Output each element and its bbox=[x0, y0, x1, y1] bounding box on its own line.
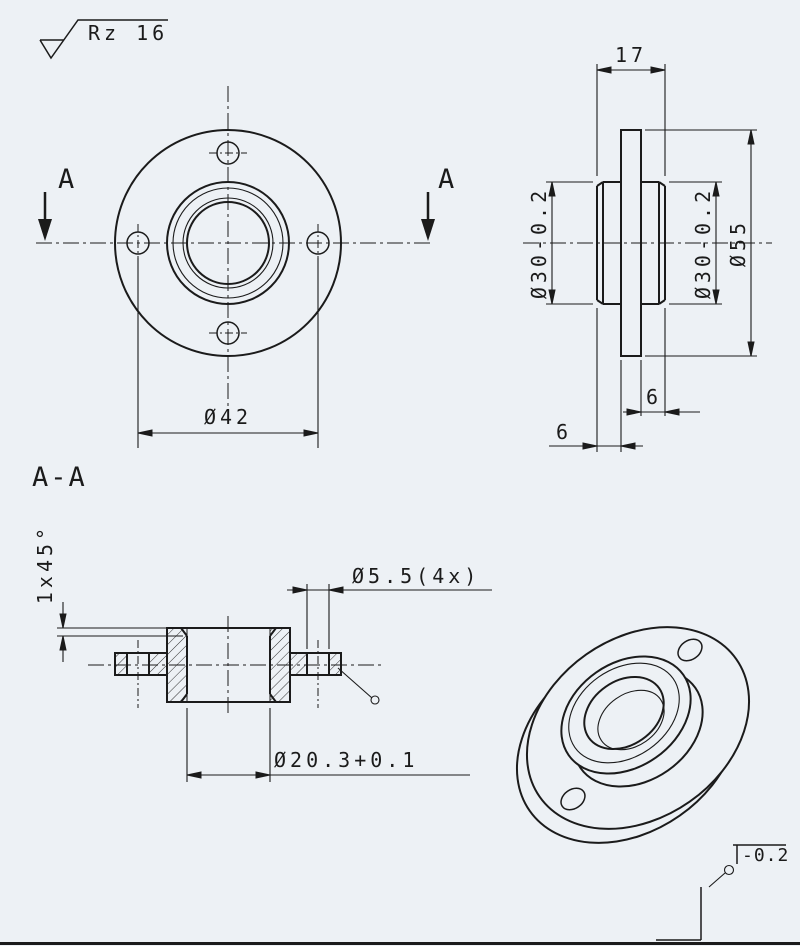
iso-hub-chamfer-ellipse bbox=[568, 662, 680, 764]
hub-circle bbox=[166, 181, 290, 305]
hatch-flange-right-outer bbox=[328, 652, 342, 676]
dim-chamfer: 1x45° bbox=[33, 524, 57, 604]
section-arrow-label-left: A bbox=[58, 164, 76, 195]
flange-disc-outline bbox=[620, 129, 642, 357]
section-arrow-right-icon bbox=[421, 219, 435, 241]
bore-chamfer-circle bbox=[182, 197, 274, 289]
edge-leader-circle-icon bbox=[723, 864, 735, 876]
bore-edges-and-chamfers bbox=[180, 627, 277, 703]
dim-extension-lines bbox=[57, 627, 183, 637]
dim-chamfer-group: 1x45° bbox=[33, 524, 183, 662]
dim-extension-lines bbox=[306, 584, 330, 649]
flange-section-right bbox=[289, 652, 342, 676]
hub-and-boss-outline bbox=[596, 181, 666, 305]
dim-flange-dia-group: Ø55 bbox=[645, 129, 757, 357]
side-view: 17 Ø30-0.2 Ø30-0.2 Ø55 6 bbox=[523, 43, 772, 452]
dim-extension-lines bbox=[596, 308, 622, 452]
bolt-hole-left bbox=[126, 231, 150, 255]
iso-bolt-hole-bottom bbox=[560, 787, 586, 811]
hatch-flange-left-inner bbox=[148, 652, 168, 676]
section-cut-indicator: A A bbox=[38, 164, 456, 241]
bore-circle bbox=[186, 201, 270, 285]
dim-boss-length: 6 bbox=[646, 385, 662, 409]
hatch-hub-left-wall bbox=[166, 627, 188, 703]
dim-boss-length-group: 6 bbox=[623, 308, 700, 416]
bolt-hole-right bbox=[306, 231, 330, 255]
hatch-flange-right-inner bbox=[289, 652, 308, 676]
dim-hub-length-group: 6 bbox=[549, 308, 643, 452]
dim-bore: Ø20.3+0.1 bbox=[274, 748, 418, 772]
dim-flange-dia: Ø55 bbox=[726, 219, 750, 267]
hatch-hub-right-wall bbox=[269, 627, 291, 703]
dim-hub-dia-right-group: Ø30-0.2 bbox=[669, 181, 722, 305]
dim-overall-width-group: 17 bbox=[596, 43, 666, 176]
dim-bolt-circle-group: Ø42 bbox=[137, 258, 319, 448]
edge-leader-circle-icon bbox=[370, 695, 380, 705]
hub-chamfer-circle bbox=[172, 187, 284, 299]
roughness-check-icon bbox=[39, 19, 168, 60]
dim-extension-lines bbox=[645, 129, 757, 357]
dim-bore-group: Ø20.3+0.1 bbox=[186, 708, 470, 782]
iso-bore-inner-ellipse bbox=[597, 689, 665, 751]
isometric-view bbox=[515, 626, 751, 844]
bolt-hole-top bbox=[216, 141, 240, 165]
edge-tolerance-callout: -0.2 bbox=[656, 844, 789, 941]
dim-bolt-hole: Ø5.5(4x) bbox=[352, 564, 480, 588]
iso-bore-ellipse bbox=[583, 676, 665, 750]
section-hatching bbox=[114, 627, 342, 703]
flange-outer-circle bbox=[114, 129, 342, 357]
dim-bolt-hole-group: Ø5.5(4x) bbox=[287, 564, 492, 649]
section-arrow-label-right: A bbox=[438, 164, 456, 195]
iso-bolt-hole-top bbox=[677, 638, 703, 662]
edge-leader-line bbox=[337, 667, 373, 699]
dim-hub-dia-left-group: Ø30-0.2 bbox=[527, 181, 593, 305]
dim-extension-lines bbox=[186, 708, 271, 782]
dim-extension-lines bbox=[137, 258, 319, 448]
dim-hub-length: 6 bbox=[556, 420, 572, 444]
dim-overall-width: 17 bbox=[615, 43, 647, 67]
section-arrow-left-icon bbox=[38, 219, 52, 241]
bolt-hole-bottom bbox=[216, 321, 240, 345]
dim-extension-lines bbox=[596, 64, 666, 176]
edge-leader-line bbox=[708, 872, 726, 888]
dim-hub-dia-left: Ø30-0.2 bbox=[527, 187, 551, 299]
section-view: A-A 1x45° bbox=[32, 462, 492, 782]
dim-bolt-circle: Ø42 bbox=[204, 405, 252, 429]
section-title: A-A bbox=[32, 462, 87, 493]
hatch-flange-left-outer bbox=[114, 652, 128, 676]
dim-extension-lines bbox=[640, 308, 666, 416]
bolt-hole-edges bbox=[126, 653, 330, 675]
flange-section-left bbox=[114, 652, 168, 676]
edge-tolerance-value: -0.2 bbox=[742, 845, 789, 866]
bolt-hole-centermarks bbox=[137, 152, 319, 334]
dim-hub-dia-right: Ø30-0.2 bbox=[691, 187, 715, 299]
surface-roughness-label: Rz 16 bbox=[88, 21, 168, 45]
surface-finish-symbol: Rz 16 bbox=[39, 19, 168, 60]
front-view: A A Ø42 bbox=[36, 86, 456, 448]
